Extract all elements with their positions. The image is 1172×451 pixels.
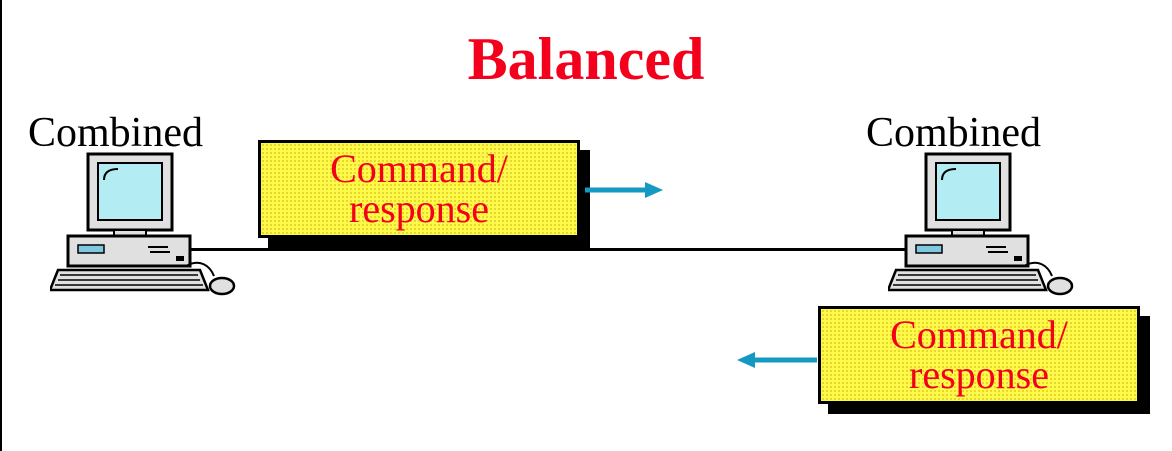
frame-top-line1: Command/ — [330, 146, 508, 191]
frame-top-line2: response — [349, 186, 489, 231]
left-station-label: Combined — [28, 110, 203, 156]
command-response-frame-bottom: Command/ response — [818, 306, 1140, 404]
page-left-border — [0, 0, 2, 451]
command-response-frame-top: Command/ response — [258, 140, 580, 238]
right-computer-icon — [888, 152, 1074, 296]
arrow-left-icon — [737, 352, 817, 368]
right-station-label: Combined — [866, 110, 1041, 156]
link-line — [190, 248, 906, 251]
diagram-title: Balanced — [467, 26, 705, 92]
frame-bottom-line2: response — [909, 352, 1049, 397]
arrow-right-icon — [585, 182, 663, 198]
frame-bottom-line1: Command/ — [890, 312, 1068, 357]
left-computer-icon — [50, 152, 236, 296]
